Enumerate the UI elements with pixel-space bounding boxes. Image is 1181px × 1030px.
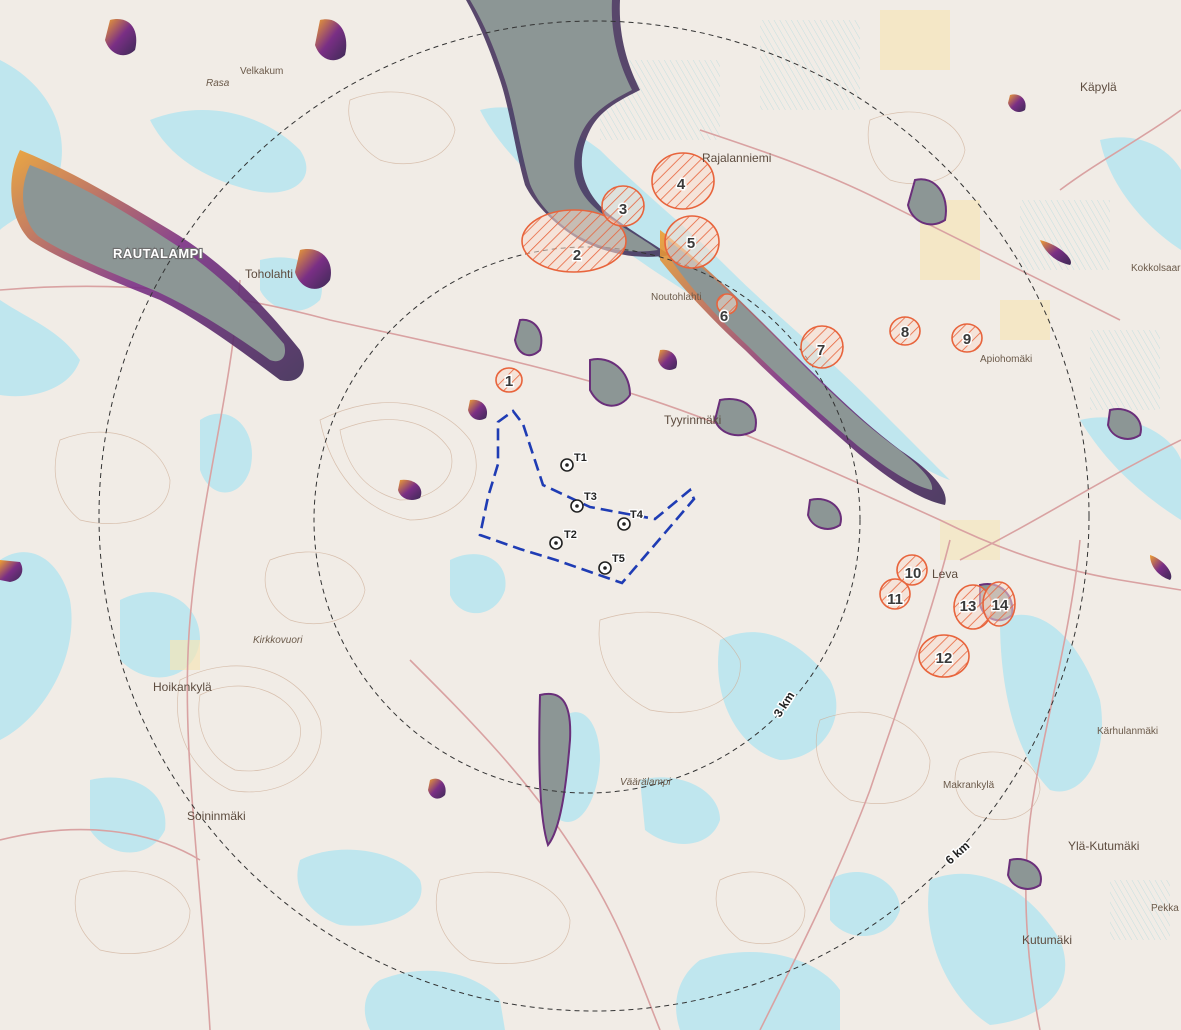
contour-layer [54,91,1041,964]
ring-3km [313,246,861,794]
place-noutohlahti: Noutohlahti [651,292,702,303]
place-rautalampi: RAUTALAMPI [113,246,203,261]
zone-label-12: 12 [936,650,953,667]
turbine-t5[interactable]: T5 [598,552,626,575]
zone-6[interactable] [716,293,738,315]
zone-label-7: 7 [817,342,825,359]
turbine-label-t4: T4 [630,509,644,521]
turbine-t2[interactable]: T2 [549,528,578,550]
distance-rings [98,20,1090,1012]
turbines: T1 T3 T4 T2 T5 [549,451,645,575]
zone-1[interactable] [495,367,523,393]
zone-label-14: 14 [992,597,1009,614]
place-leva: Leva [932,567,958,581]
zone-label-13: 13 [960,598,977,615]
receptor-zone-labels: 1 2 3 4 5 6 7 8 9 10 11 12 13 14 [503,175,1010,669]
place-apiohomaki: Apiohomäki [980,354,1032,365]
place-tyyrinmaki: Tyyrinmäki [664,413,721,427]
turbine-label-t2: T2 [564,529,577,541]
place-makrankyla: Makrankylä [943,780,995,791]
zone-14[interactable] [982,581,1016,627]
zone-label-8: 8 [901,324,909,341]
turbine-label-t1: T1 [574,452,587,464]
zone-4[interactable] [651,152,715,210]
zone-label-1: 1 [505,373,513,390]
zone-label-5: 5 [687,235,695,252]
zone-label-3: 3 [619,201,627,218]
turbine-t4[interactable]: T4 [617,508,645,531]
place-soininmaki: Soininmäki [187,809,246,823]
zone-label-6: 6 [720,308,728,325]
place-pekka: Pekka [1151,903,1179,914]
turbine-t3[interactable]: T3 [570,490,598,513]
turbine-label-t5: T5 [612,553,625,565]
place-toholahti: Toholahti [245,267,293,281]
place-vaaralampi: Väärälampi [620,777,671,788]
place-kokkolsaari: Kokkolsaari [1131,263,1181,274]
zone-label-9: 9 [963,331,971,348]
place-kirkkovuori: Kirkkovuori [253,635,303,646]
zone-2[interactable] [521,209,627,273]
zone-label-11: 11 [887,591,903,608]
place-kutumaki: Kutumäki [1022,933,1072,947]
zone-12[interactable] [918,634,970,678]
place-yla-kutumaki: Ylä-Kutumäki [1068,839,1139,853]
place-names: RAUTALAMPI Toholahti Rajalanniemi Tyyrin… [112,66,1181,947]
zone-7[interactable] [800,325,844,369]
place-hoikankyla: Hoikankylä [153,680,212,694]
zone-label-10: 10 [905,565,922,582]
place-karhulanmaki: Kärhulanmäki [1097,726,1158,737]
place-rasa: Rasa [206,78,230,89]
place-rajalanniemi: Rajalanniemi [702,151,771,165]
zone-label-2: 2 [573,247,581,264]
zone-3[interactable] [601,185,645,227]
zone-9[interactable] [951,323,983,353]
zone-11[interactable] [879,578,911,610]
place-kapyla: Käpylä [1080,80,1117,94]
turbine-t1[interactable]: T1 [560,451,588,472]
zone-8[interactable] [889,316,921,346]
ring-6km [98,20,1090,1012]
zone-5[interactable] [664,215,720,269]
zone-10[interactable] [896,554,928,586]
zone-label-4: 4 [677,176,686,193]
receptor-zones [495,152,1016,678]
place-velkakum: Velkakum [240,66,283,77]
turbine-label-t3: T3 [584,491,597,503]
